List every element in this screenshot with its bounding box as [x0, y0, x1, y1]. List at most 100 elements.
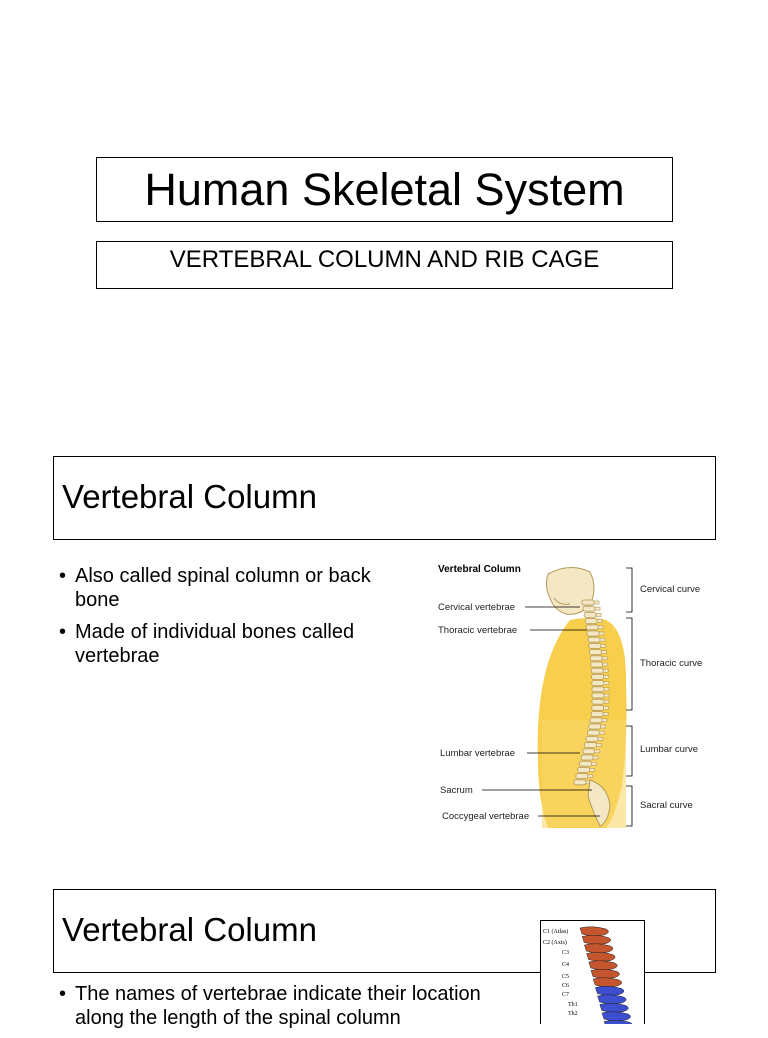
- subtitle-box: VERTEBRAL COLUMN AND RIB CAGE: [96, 241, 673, 289]
- right-labels: Cervical curve Thoracic curve Lumbar cur…: [626, 567, 702, 827]
- vertebrae-group: [573, 599, 610, 786]
- vertebra: [582, 748, 596, 755]
- label-coccygeal-vertebrae: Coccygeal vertebrae: [442, 811, 529, 822]
- spinous-process: [603, 693, 610, 698]
- vertebra: [589, 717, 603, 724]
- spinous-process: [600, 724, 607, 729]
- vertebra: [591, 686, 605, 693]
- spinous-process: [599, 637, 606, 642]
- spinous-process: [594, 606, 601, 611]
- vertebra: [603, 1019, 633, 1024]
- vertebra: [590, 667, 604, 674]
- vertebra: [591, 704, 605, 711]
- vertebra: [590, 661, 604, 668]
- vertebra: [591, 674, 604, 680]
- spinous-process: [603, 681, 610, 685]
- vertebra: [590, 711, 604, 718]
- spinous-process: [600, 644, 607, 648]
- label-cervical-curve: Cervical curve: [640, 584, 700, 595]
- vertebra: [588, 723, 602, 730]
- figure-title: Vertebral Column: [438, 564, 521, 575]
- list-item: • The names of vertebrae indicate their l…: [55, 982, 495, 1030]
- bullet-text: Also called spinal column or back bone: [75, 565, 371, 611]
- label-c6: C6: [562, 983, 569, 989]
- label-lumbar-vertebrae: Lumbar vertebrae: [440, 748, 515, 759]
- spinous-process: [592, 755, 599, 760]
- label-th1: Th1: [568, 1002, 578, 1008]
- slide3-title: Vertebral Column: [62, 911, 317, 948]
- bracket: [626, 785, 633, 827]
- label-c4: C4: [562, 962, 569, 968]
- spinous-process: [596, 619, 603, 623]
- vertebrae-detail-figure: C1 (Atlas) C2 (Axis) C3 C4 C5 C6 C7 Th1 …: [540, 920, 645, 1024]
- vertebra: [580, 754, 594, 761]
- label-c5: C5: [562, 974, 569, 980]
- spinous-process: [595, 613, 602, 617]
- vertebra: [586, 630, 600, 637]
- vertebra: [591, 698, 605, 705]
- spinous-process: [602, 712, 609, 716]
- vertebra: [583, 742, 597, 749]
- spinous-process: [596, 743, 602, 747]
- vertebra: [577, 766, 591, 773]
- sacrum-bone: [587, 779, 611, 827]
- label-sacral-curve: Sacral curve: [640, 800, 693, 811]
- vertebra: [589, 649, 602, 655]
- title-box: Human Skeletal System: [96, 157, 673, 222]
- detail-labels: C1 (Atlas) C2 (Axis) C3 C4 C5 C6 C7 Th1 …: [543, 928, 578, 1017]
- slide2-bullet-list: •Also called spinal column or back bone …: [55, 564, 385, 676]
- page-subtitle: VERTEBRAL COLUMN AND RIB CAGE: [169, 246, 600, 273]
- spinous-process: [603, 675, 609, 679]
- bullet-icon: •: [59, 983, 67, 1005]
- bracket: [626, 567, 633, 613]
- label-th2: Th2: [568, 1011, 578, 1017]
- spinous-process: [593, 600, 600, 605]
- slide2-title-box: Vertebral Column: [53, 456, 716, 540]
- bullet-icon: •: [59, 565, 67, 587]
- spinous-process: [597, 625, 604, 630]
- vertebra: [587, 636, 601, 643]
- vertebra: [581, 599, 595, 606]
- label-c3: C3: [562, 950, 569, 956]
- vertebra: [586, 729, 600, 736]
- list-item: • Also called spinal column or back bone: [55, 564, 385, 612]
- spinous-process: [598, 631, 605, 636]
- spinous-process: [602, 668, 609, 673]
- label-lumbar-curve: Lumbar curve: [640, 744, 698, 755]
- spinous-process: [601, 718, 608, 723]
- label-c7: C7: [562, 992, 569, 998]
- label-thoracic-vertebrae: Thoracic vertebrae: [438, 625, 517, 636]
- spinous-process: [601, 656, 608, 661]
- bracket: [626, 617, 633, 711]
- page-title: Human Skeletal System: [144, 164, 625, 215]
- bullet-text: The names of vertebrae indicate their lo…: [75, 983, 481, 1029]
- vertebra: [585, 735, 599, 742]
- spinous-process: [601, 650, 607, 654]
- spinous-process: [603, 699, 610, 704]
- label-c2: C2 (Axis): [543, 939, 567, 946]
- bracket: [626, 725, 633, 777]
- label-cervical-vertebrae: Cervical vertebrae: [438, 602, 515, 613]
- vertebra: [575, 773, 589, 780]
- vertebra: [585, 624, 599, 631]
- label-c1: C1 (Atlas): [543, 928, 568, 935]
- spinous-process: [603, 706, 609, 710]
- label-sacrum: Sacrum: [440, 785, 473, 796]
- list-item: •Made of individual bones called vertebr…: [55, 620, 385, 668]
- vertebra: [591, 692, 605, 699]
- jaw-line: [553, 597, 571, 605]
- spinous-process: [602, 662, 609, 667]
- vertebra: [582, 605, 596, 612]
- spinous-process: [587, 774, 594, 778]
- slide2-title: Vertebral Column: [62, 478, 317, 515]
- vertebra: [589, 655, 603, 662]
- vertebral-column-figure: Vertebral Column Cervical vertebrae Thor…: [438, 564, 702, 828]
- spinous-process: [594, 749, 601, 754]
- bullet-icon: •: [59, 621, 67, 643]
- vertebra: [588, 643, 602, 649]
- vertebra: [583, 612, 597, 618]
- label-thoracic-curve: Thoracic curve: [640, 658, 702, 669]
- spinous-process: [597, 737, 604, 741]
- left-labels: Cervical vertebrae Thoracic vertebrae Lu…: [438, 602, 600, 822]
- vertebra: [579, 760, 592, 767]
